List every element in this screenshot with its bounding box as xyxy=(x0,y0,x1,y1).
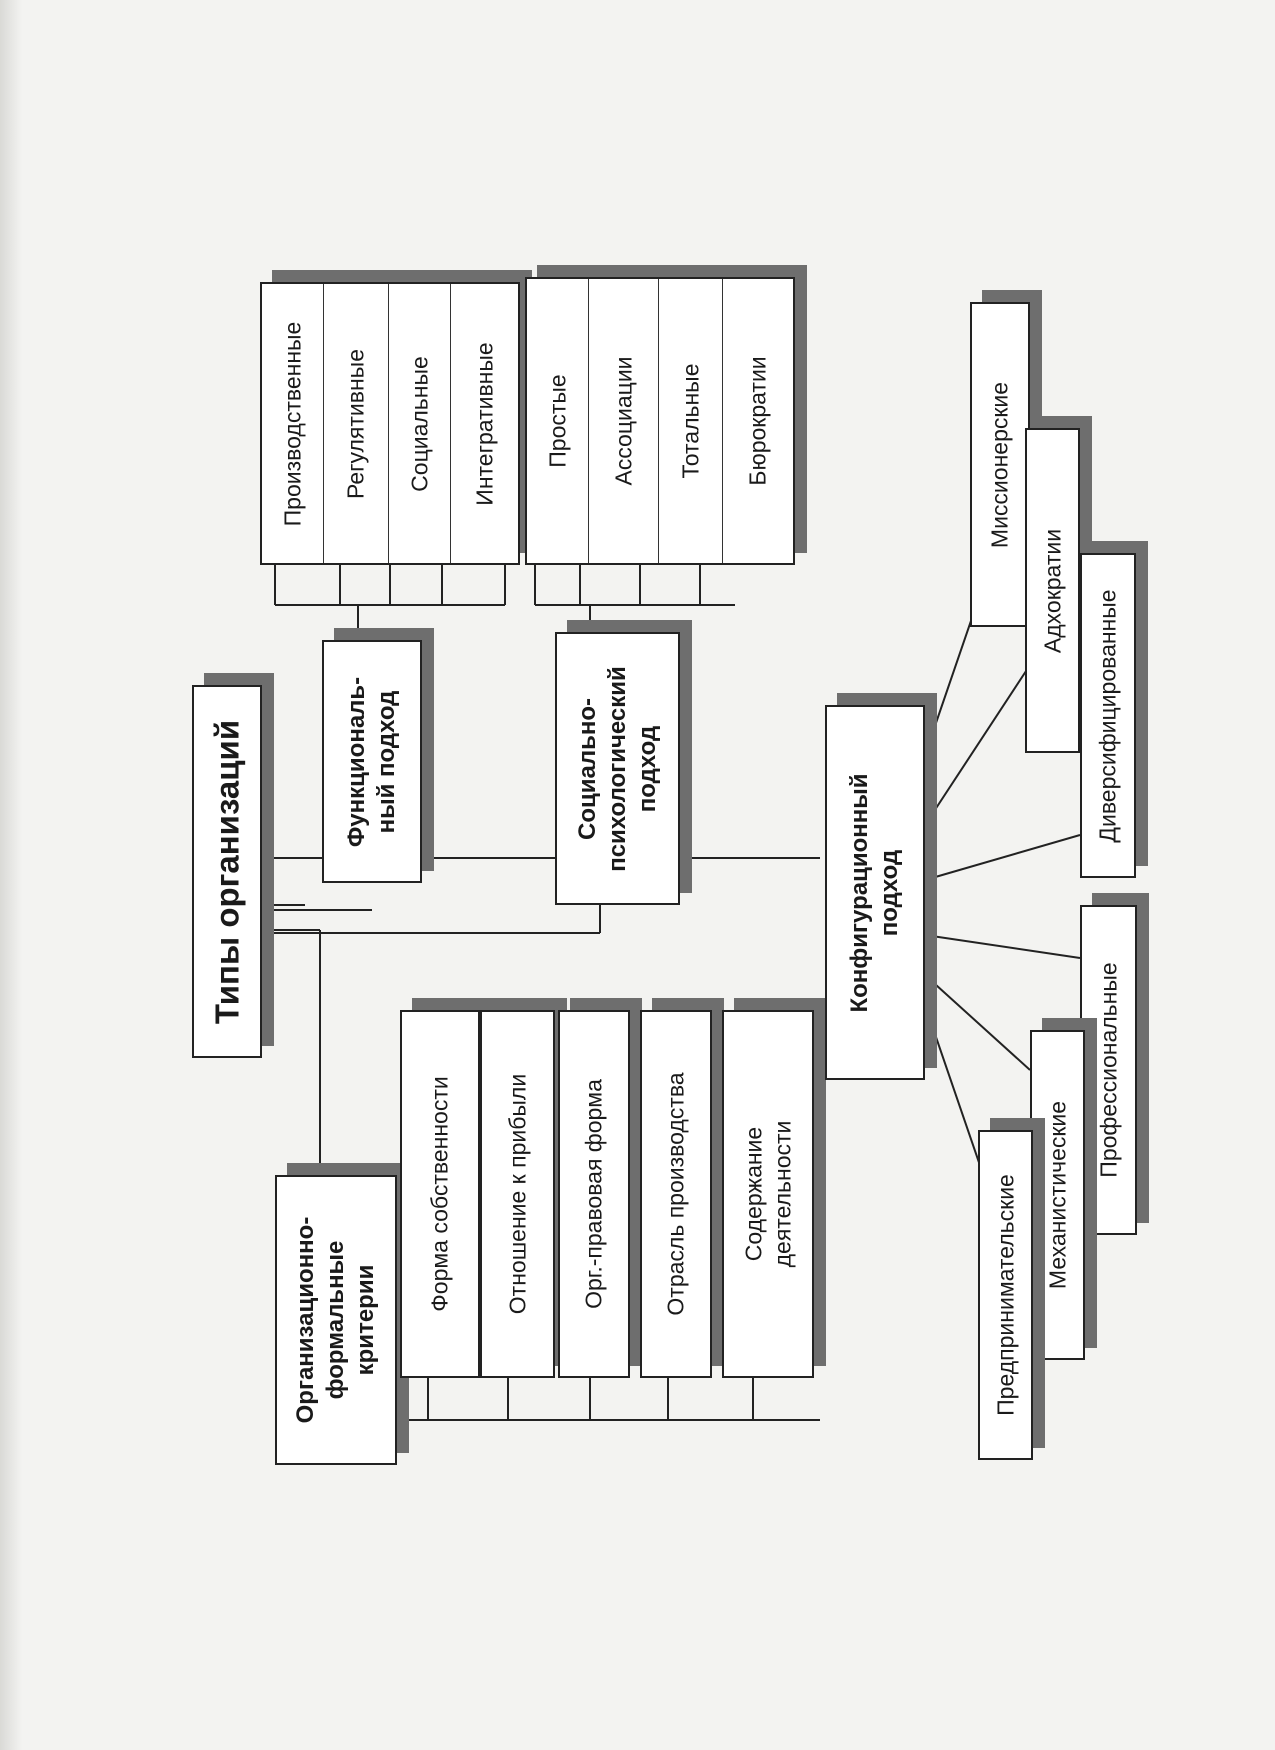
socio-approach-node: Социально-психологический подход xyxy=(555,632,680,905)
scan-edge xyxy=(0,0,22,1750)
socio-item-2: Ассоциации xyxy=(589,279,659,563)
functional-item-4: Интегративные xyxy=(451,284,518,563)
config-approach-node: Конфигурационный подход xyxy=(825,705,925,1080)
formal-item-1: Форма собственности xyxy=(400,1010,480,1378)
formal-criteria-node: Организационно-формальные критерии xyxy=(275,1175,397,1465)
socio-item-4: Бюрократии xyxy=(723,279,793,563)
formal-item-4: Отрасль производства xyxy=(640,1010,712,1378)
functional-item-3: Социальные xyxy=(389,284,451,563)
config-item-entrepreneurial: Предпринимательские xyxy=(978,1130,1033,1460)
config-item-missionary: Миссионерские xyxy=(970,302,1030,627)
functional-item-1: Производственные xyxy=(262,284,324,563)
socio-items-panel: Простые Ассоциации Тотальные Бюрократии xyxy=(525,277,795,565)
socio-item-1: Простые xyxy=(527,279,589,563)
root-title: Типы организаций xyxy=(208,719,246,1024)
formal-item-5: Содержание деятельности xyxy=(722,1010,814,1378)
functional-approach-title: Функциональ-ный подход xyxy=(343,676,400,847)
config-item-adhocracy: Адхократии xyxy=(1025,428,1080,753)
functional-approach-node: Функциональ-ный подход xyxy=(322,640,422,883)
config-approach-title: Конфигурационный подход xyxy=(846,773,903,1013)
socio-approach-title: Социально-психологический подход xyxy=(573,665,661,872)
formal-item-2: Отношение к прибыли xyxy=(480,1010,555,1378)
root-node: Типы организаций xyxy=(192,685,262,1058)
socio-item-3: Тотальные xyxy=(659,279,723,563)
config-item-diversified: Диверсифицированные xyxy=(1080,553,1136,878)
formal-criteria-title: Организационно-формальные критерии xyxy=(292,1216,379,1424)
formal-item-3: Орг.-правовая форма xyxy=(558,1010,630,1378)
functional-item-2: Регулятивные xyxy=(324,284,389,563)
functional-items-panel: Производственные Регулятивные Социальные… xyxy=(260,282,520,565)
config-item-professional: Профессиональные xyxy=(1080,905,1137,1235)
config-item-mechanistic: Механистические xyxy=(1030,1030,1085,1360)
